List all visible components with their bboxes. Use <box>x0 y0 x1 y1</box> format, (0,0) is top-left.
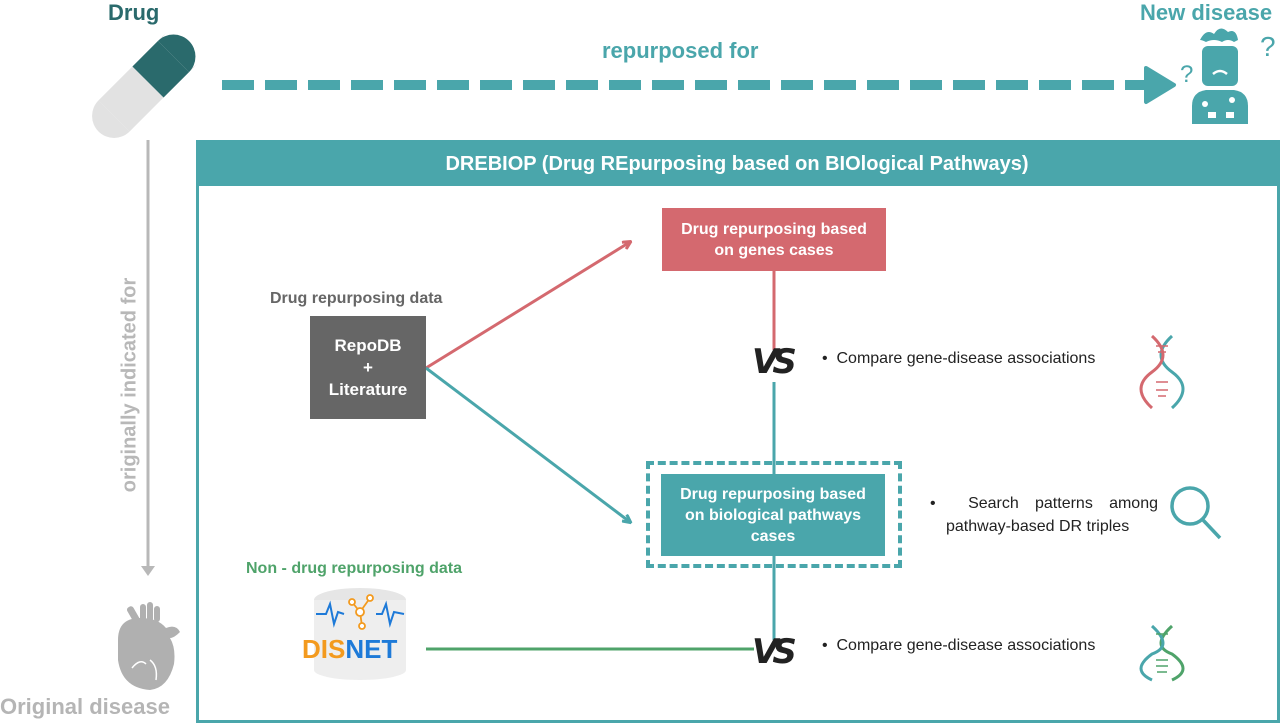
pathways-dashed-border <box>646 461 902 568</box>
bullet-compare-top: • Compare gene-disease associations <box>822 350 1095 368</box>
bullet-search-line1: Search patterns among <box>968 495 1158 512</box>
non-dr-data-label: Non - drug repurposing data <box>246 560 462 577</box>
svg-text:?: ? <box>1180 61 1193 88</box>
repurposed-arrowhead <box>1144 66 1176 104</box>
disnet-part2: NET <box>345 634 398 664</box>
drebiop-header: DREBIOP (Drug REpurposing based on BIOlo… <box>196 140 1278 186</box>
pill-icon <box>92 32 198 138</box>
dna-icon-red <box>1139 334 1185 410</box>
bullet-dot: • <box>930 495 969 512</box>
repodb-line: RepoDB <box>334 335 402 355</box>
repodb-literature-box: RepoDB + Literature <box>310 316 426 419</box>
bullet-search-line2: pathway-based DR triples <box>946 518 1130 535</box>
original-disease-label: Original disease <box>0 694 170 719</box>
disnet-part1: DIS <box>302 634 346 664</box>
svg-text:?: ? <box>1260 31 1276 62</box>
bullet-dot: • <box>822 350 837 367</box>
literature-line: Literature <box>328 379 408 399</box>
pathways-cases-box: Drug repurposing based on biological pat… <box>661 474 885 556</box>
originally-indicated-label: originally indicated for <box>118 277 141 493</box>
bullet-dot: • <box>822 637 837 654</box>
heart-icon <box>118 602 180 690</box>
vs-icon-bottom: VS <box>752 632 797 672</box>
drug-label: Drug <box>108 0 160 25</box>
pathways-box-line2: on biological pathways <box>684 506 862 524</box>
bullet-compare-bottom-text: Compare gene-disease associations <box>836 637 1096 654</box>
genes-arrow <box>425 242 630 370</box>
search-icon <box>1170 486 1222 540</box>
bullet-compare-top-text: Compare gene-disease associations <box>836 350 1096 367</box>
new-disease-label: New disease <box>1140 0 1273 25</box>
genes-cases-box: Drug repurposing based on genes cases <box>662 208 886 271</box>
genes-box-line1: Drug repurposing based <box>681 220 867 238</box>
disnet-wordmark: DISNET <box>302 634 397 665</box>
pathways-box-line3: cases <box>750 527 796 545</box>
vs-icon-top: VS <box>752 342 797 382</box>
repurposed-for-label: repurposed for <box>602 38 759 63</box>
sick-person-icon: ? ? <box>1180 28 1276 124</box>
pathways-box-line1: Drug repurposing based <box>680 485 866 503</box>
drebiop-title: DREBIOP (Drug REpurposing based on BIOlo… <box>445 153 1029 175</box>
pathways-arrow <box>425 366 630 522</box>
dr-data-label: Drug repurposing data <box>270 290 443 307</box>
dna-icon-green <box>1139 624 1185 682</box>
genes-box-line2: on genes cases <box>714 241 834 259</box>
drebiop-frame <box>196 140 1280 723</box>
bullet-search: • Search patterns among pathway-based DR… <box>930 492 1158 538</box>
originally-arrowhead <box>141 566 155 576</box>
disnet-logo <box>314 588 406 680</box>
bullet-compare-bottom: • Compare gene-disease associations <box>822 637 1095 655</box>
plus-line: + <box>363 357 373 377</box>
